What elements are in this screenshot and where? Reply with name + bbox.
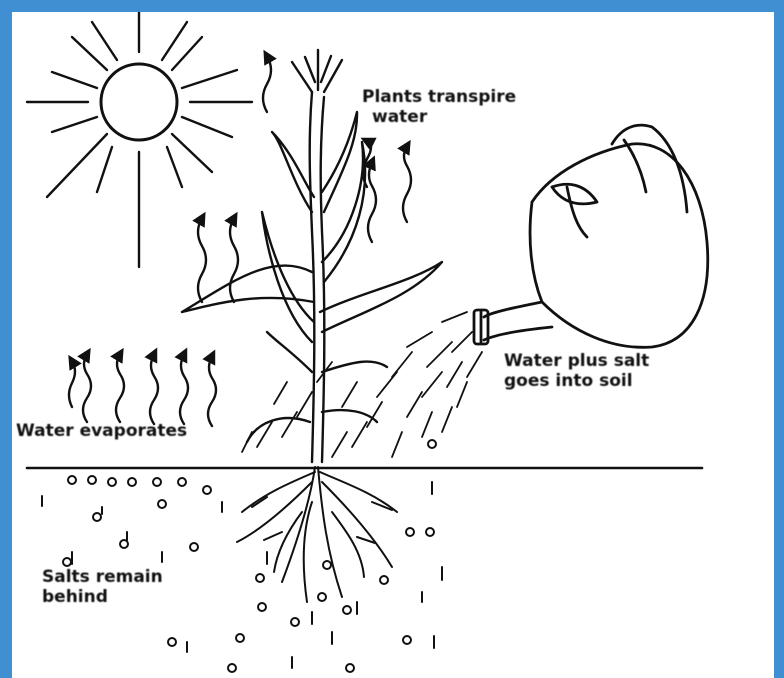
transpiration-arrows-icon bbox=[363, 141, 411, 242]
label-plants-transpire-line1: Plants transpire bbox=[362, 88, 516, 108]
water-spray-icon bbox=[242, 312, 482, 457]
label-salts-remain: Salts remain behind bbox=[42, 568, 163, 607]
label-salts-remain-line1: Salts remain bbox=[42, 568, 163, 588]
diagram-panel: Plants transpire water Water plus salt g… bbox=[12, 12, 774, 678]
sun-icon bbox=[27, 12, 252, 267]
label-water-evaporates-text: Water evaporates bbox=[16, 422, 187, 442]
label-water-evaporates: Water evaporates bbox=[16, 422, 187, 442]
evaporation-arrows-icon bbox=[69, 56, 271, 426]
label-water-plus-salt-line1: Water plus salt bbox=[504, 352, 649, 372]
salt-particles-icon bbox=[42, 440, 442, 672]
label-water-plus-salt-line2: goes into soil bbox=[504, 372, 649, 392]
label-salts-remain-line2: behind bbox=[42, 588, 163, 608]
watering-can-icon bbox=[474, 125, 708, 347]
label-water-plus-salt: Water plus salt goes into soil bbox=[504, 352, 649, 391]
label-plants-transpire: Plants transpire water bbox=[362, 88, 516, 127]
label-plants-transpire-line2: water bbox=[362, 108, 516, 128]
